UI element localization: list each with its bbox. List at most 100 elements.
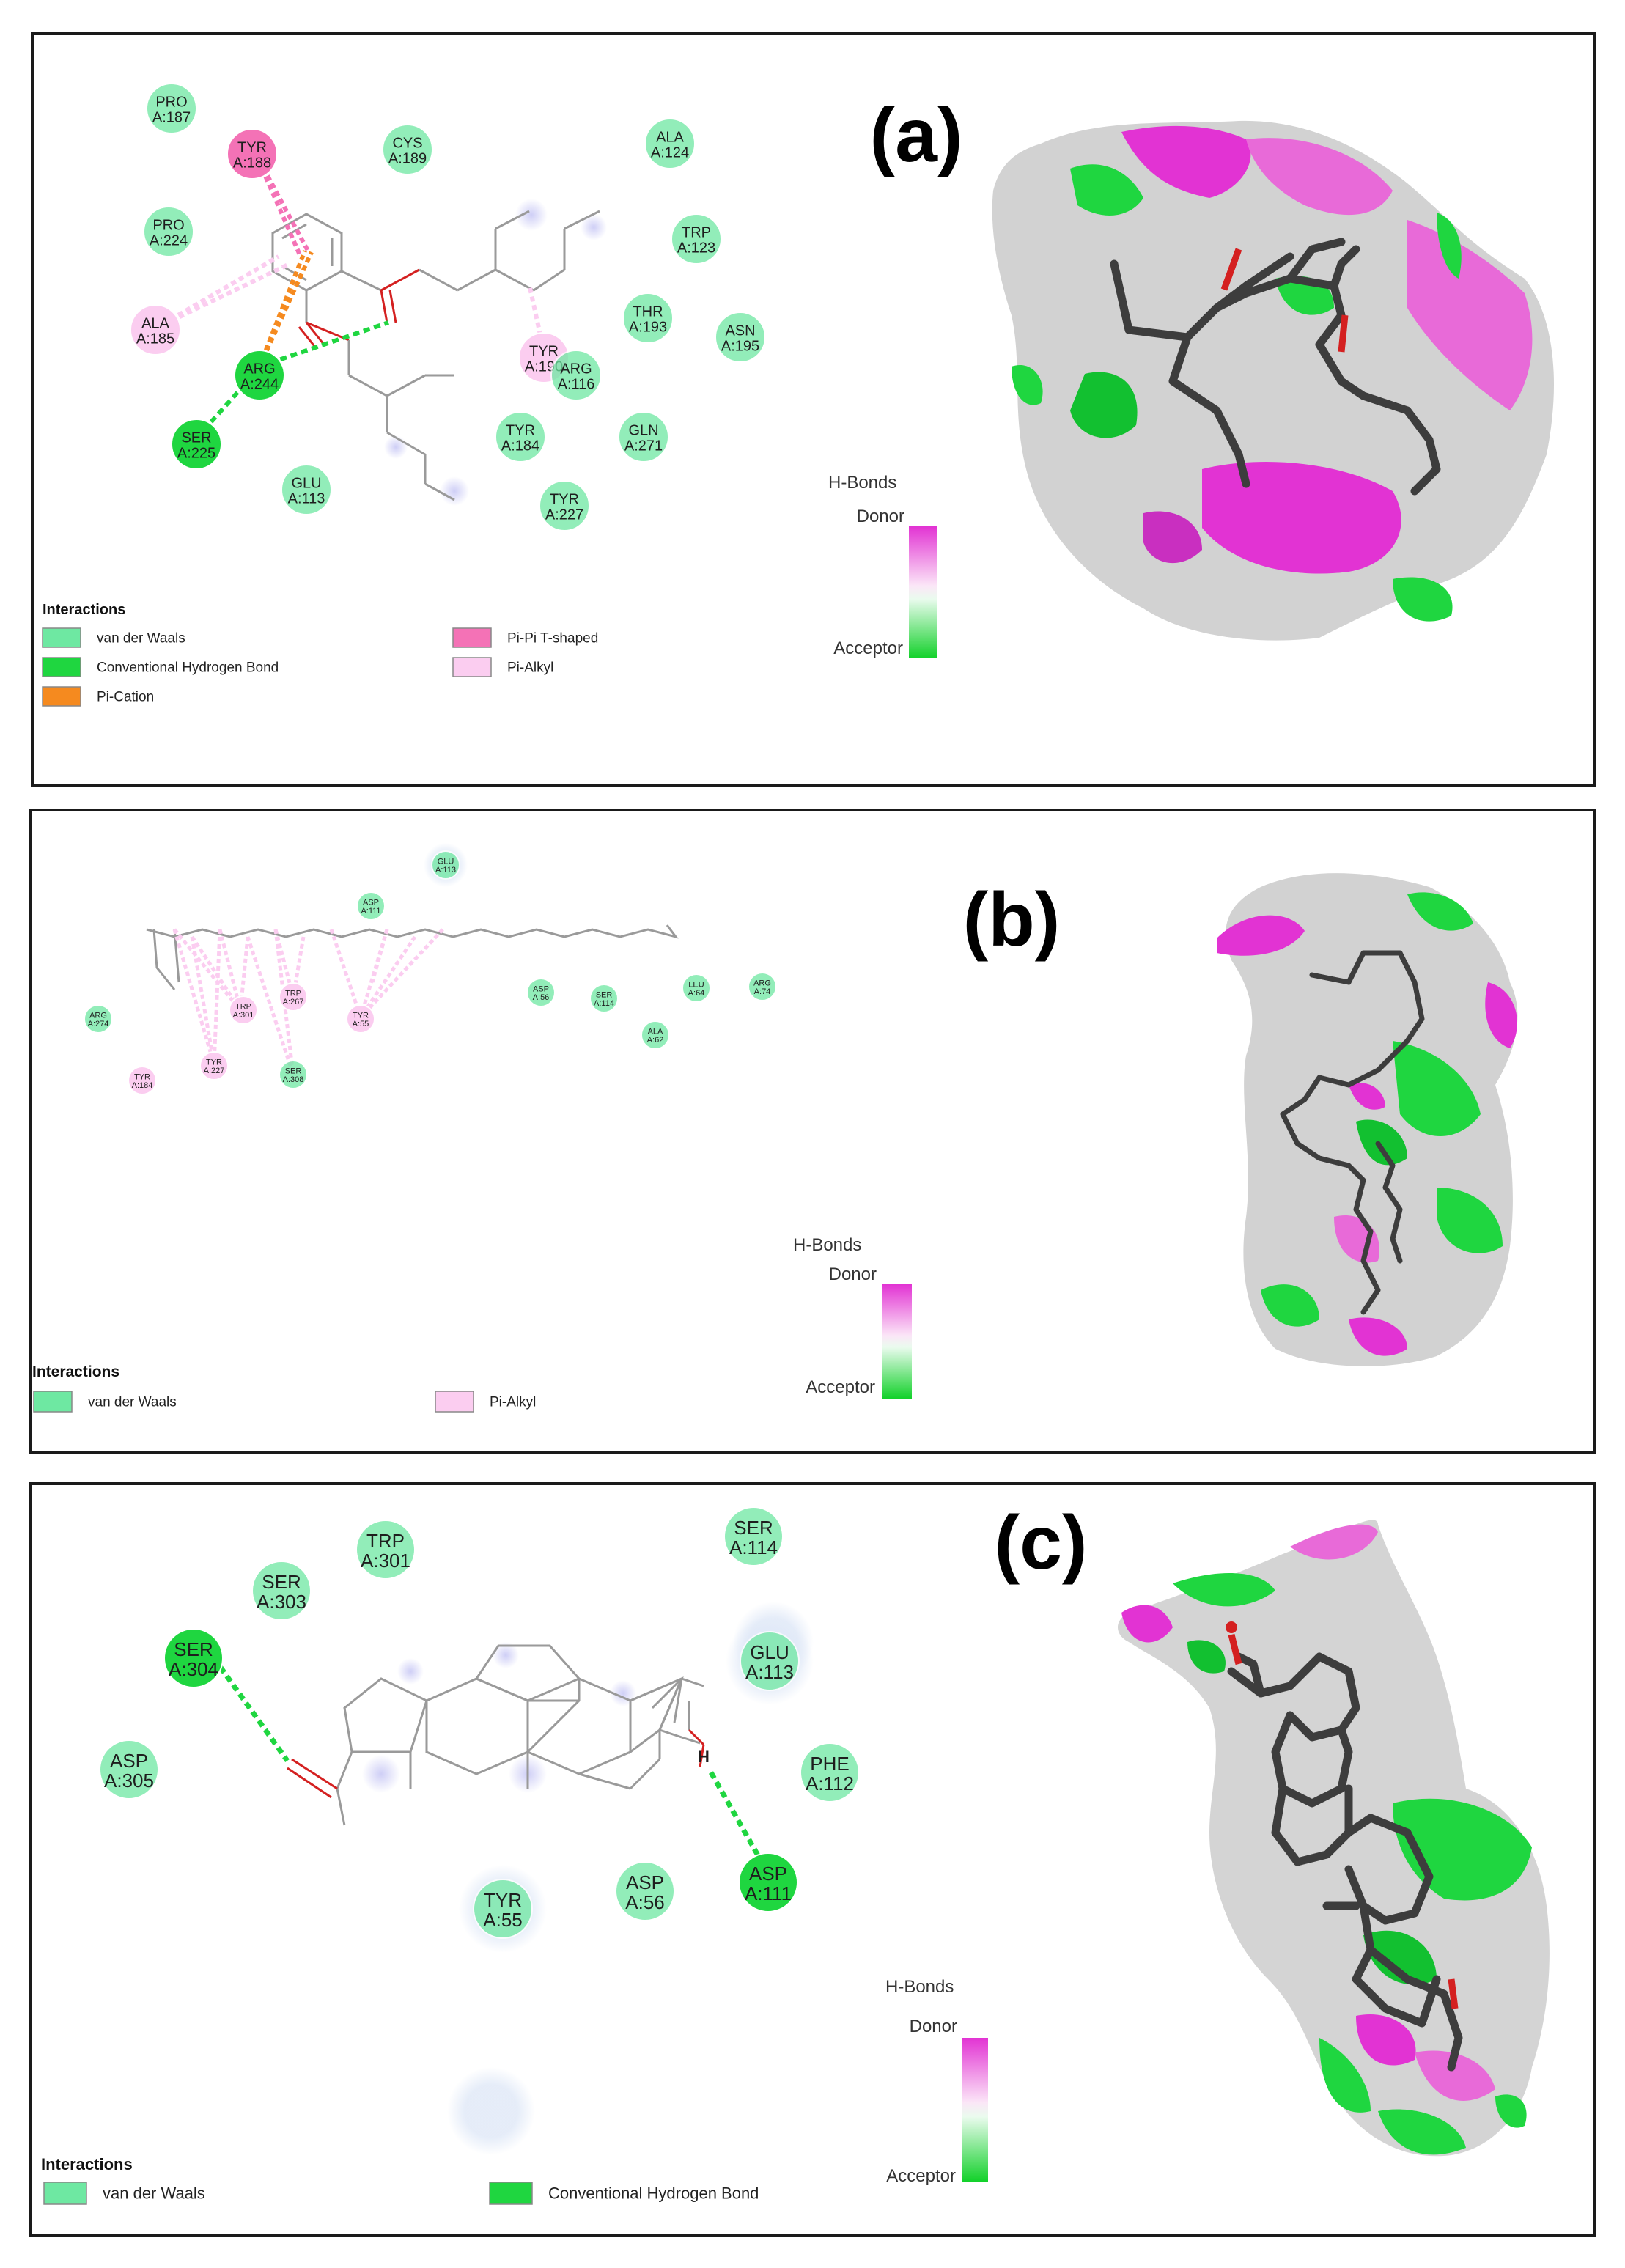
svg-text:A:56: A:56	[533, 993, 550, 1002]
svg-text:A:55: A:55	[483, 1909, 523, 1931]
svg-text:ASP: ASP	[110, 1750, 148, 1772]
svg-text:A:62: A:62	[647, 1036, 664, 1045]
svg-text:van der Waals: van der Waals	[88, 1395, 177, 1410]
svg-text:Acceptor: Acceptor	[806, 1377, 875, 1397]
svg-text:Donor: Donor	[857, 507, 904, 526]
svg-text:A:56: A:56	[625, 1891, 665, 1913]
legend-title: Interactions	[41, 2155, 133, 2173]
svg-text:SER: SER	[734, 1517, 773, 1539]
panel-b-surface	[1217, 873, 1518, 1366]
svg-text:ALA: ALA	[656, 130, 684, 146]
svg-text:TYR: TYR	[353, 1012, 369, 1020]
svg-text:A:113: A:113	[288, 490, 325, 507]
svg-text:GLN: GLN	[628, 423, 658, 439]
svg-text:SER: SER	[262, 1571, 301, 1593]
svg-text:ARG: ARG	[243, 361, 275, 378]
svg-text:A:195: A:195	[721, 338, 759, 354]
svg-text:A:303: A:303	[257, 1591, 306, 1613]
svg-text:A:74: A:74	[754, 987, 771, 996]
svg-text:A:189: A:189	[388, 150, 427, 166]
svg-text:SER: SER	[174, 1638, 213, 1660]
svg-text:A:244: A:244	[240, 376, 279, 392]
svg-text:A:111: A:111	[745, 1882, 792, 1904]
svg-text:ARG: ARG	[89, 1012, 107, 1020]
svg-text:A:114: A:114	[729, 1536, 778, 1558]
svg-text:Pi-Cation: Pi-Cation	[97, 690, 154, 705]
svg-text:TYR: TYR	[506, 423, 535, 439]
svg-text:A:124: A:124	[651, 144, 689, 161]
svg-text:ALA: ALA	[648, 1028, 663, 1037]
svg-text:H-Bonds: H-Bonds	[793, 1235, 861, 1255]
panel-c-interaction-lines	[212, 1656, 767, 1867]
svg-text:PHE: PHE	[810, 1753, 849, 1775]
svg-text:A:188: A:188	[233, 155, 271, 171]
svg-text:A:227: A:227	[204, 1067, 225, 1075]
panel-label-c: (c)	[994, 1501, 1087, 1586]
svg-text:A:301: A:301	[361, 1550, 410, 1572]
svg-text:SER: SER	[181, 430, 211, 446]
svg-text:TYR: TYR	[529, 344, 559, 360]
legend-title: Interactions	[43, 602, 125, 618]
svg-text:ASP: ASP	[626, 1871, 664, 1893]
svg-text:Pi-Alkyl: Pi-Alkyl	[507, 660, 553, 676]
svg-text:A:187: A:187	[152, 109, 191, 125]
panel-c-residues: TRPA:301SERA:114SERA:303SERA:304GLUA:113…	[99, 1506, 860, 1953]
svg-text:THR: THR	[633, 304, 663, 320]
svg-text:Pi-Alkyl: Pi-Alkyl	[490, 1395, 536, 1410]
hydrogen-label: H	[698, 1748, 710, 1766]
svg-text:A:116: A:116	[558, 376, 595, 392]
svg-text:A:304: A:304	[169, 1658, 218, 1680]
svg-text:A:305: A:305	[104, 1770, 154, 1792]
panel-labels: (a)(b)(c)	[869, 93, 1087, 1586]
svg-text:A:185: A:185	[136, 331, 174, 347]
svg-text:A:64: A:64	[688, 989, 705, 998]
svg-text:A:184: A:184	[501, 438, 539, 454]
svg-text:TRP: TRP	[366, 1530, 405, 1552]
svg-text:ASN: ASN	[725, 323, 755, 339]
legend-title: Interactions	[32, 1363, 119, 1380]
svg-text:A:112: A:112	[806, 1772, 854, 1794]
svg-text:Acceptor: Acceptor	[886, 2166, 956, 2186]
svg-text:A:114: A:114	[594, 999, 614, 1008]
svg-text:ASP: ASP	[363, 899, 379, 907]
legend-item-pi_alkyl: Pi-Alkyl	[435, 1391, 536, 1413]
svg-text:GLU: GLU	[438, 858, 454, 866]
svg-text:CYS: CYS	[392, 136, 422, 152]
legend-item-hbond: Conventional Hydrogen Bond	[42, 657, 279, 677]
svg-text:SER: SER	[596, 991, 613, 1000]
svg-text:Acceptor: Acceptor	[833, 638, 903, 658]
svg-text:H-Bonds: H-Bonds	[828, 473, 896, 493]
panel-c-surface	[1118, 1520, 1550, 2157]
legend-item-vdw: van der Waals	[42, 627, 185, 648]
svg-text:A:123: A:123	[677, 240, 715, 256]
svg-text:Conventional Hydrogen Bond: Conventional Hydrogen Bond	[548, 2184, 759, 2203]
panel-a-residues: PROA:187TYRA:188CYSA:189ALAA:124PROA:224…	[130, 83, 766, 531]
svg-text:TYR: TYR	[237, 140, 267, 156]
svg-text:ARG: ARG	[753, 979, 771, 988]
svg-text:TRP: TRP	[285, 990, 301, 998]
